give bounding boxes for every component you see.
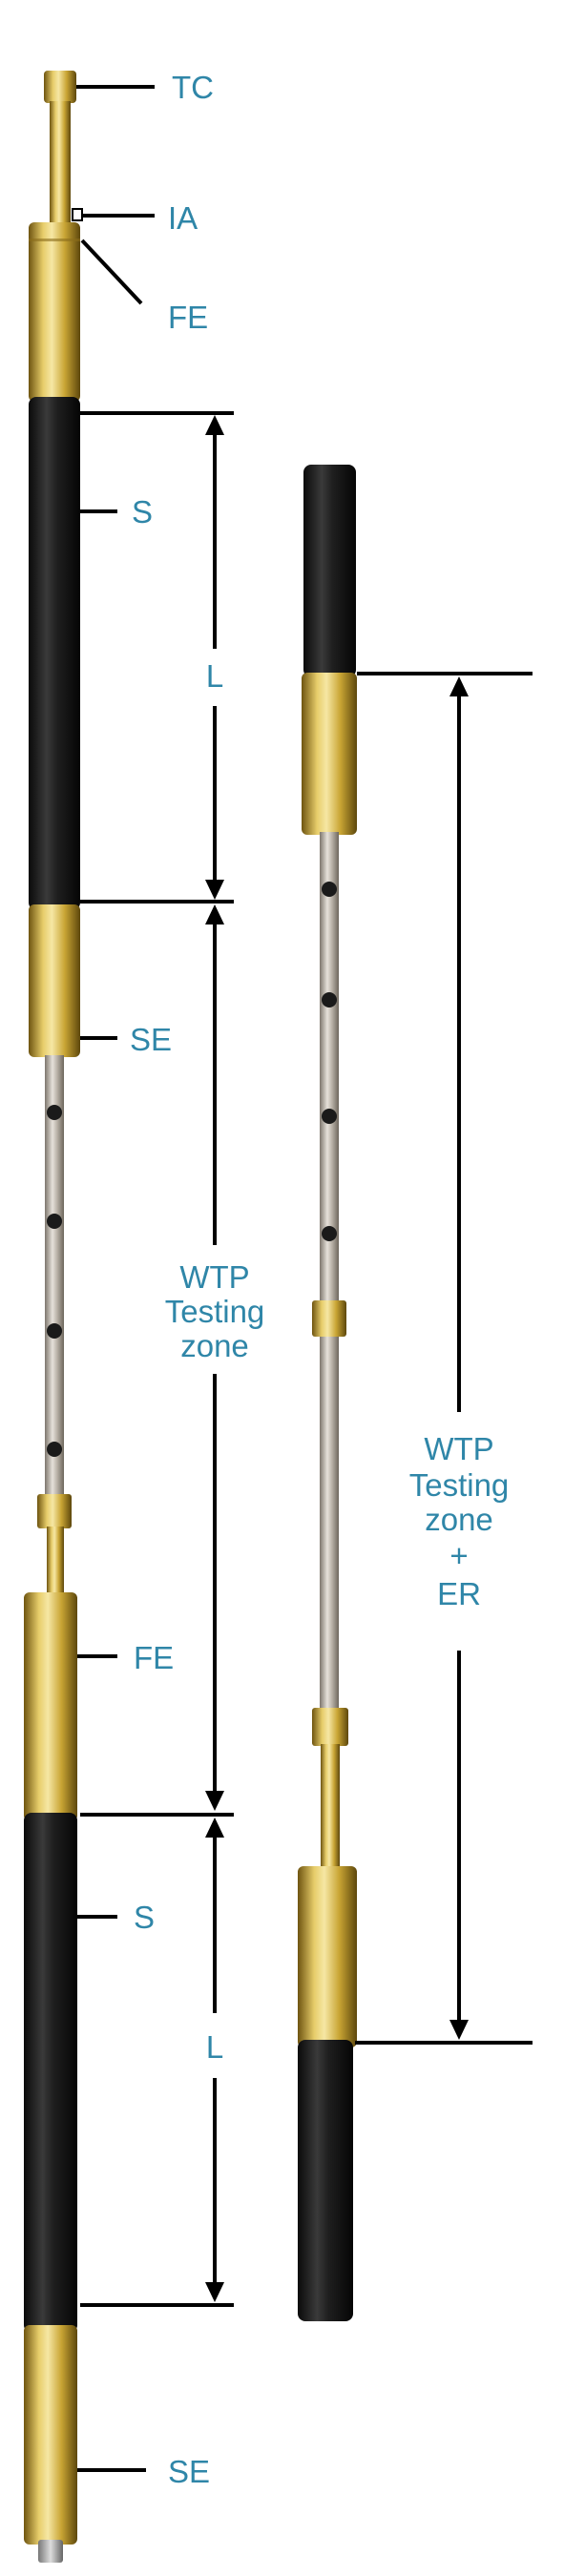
left-probe [24,71,83,2563]
hole [322,992,337,1008]
label-fe-bottom: FE [134,1640,174,1675]
hole [322,1109,337,1124]
hole [322,882,337,897]
perforated-tube-left [45,1055,64,1502]
hole [322,1226,337,1241]
sleeve-right-bottom [298,2040,353,2321]
right-probe [298,465,357,2321]
label-wtp-1: WTP [179,1259,249,1295]
hole [47,1323,62,1339]
label-tc: TC [172,70,214,105]
coupling-right-low [312,1708,348,1746]
label-l-top: L [206,658,223,694]
hex-coupling-left [37,1494,72,1528]
coupling-right-mid [312,1300,346,1337]
annotations [76,85,533,2472]
sleeve-bottom [24,1813,77,2333]
labels: TC IA FE S L SE WTP Testing zone FE S L … [130,70,509,2489]
inflation-adapter [72,208,83,221]
sleeve-right-top [303,465,356,677]
label-s-top: S [132,494,153,530]
label-wtp-er-5: ER [437,1576,481,1611]
label-wtp-2: Testing [165,1294,265,1329]
label-wtp-er-3: zone [425,1502,493,1537]
label-s-bottom: S [134,1900,155,1935]
hole [47,1214,62,1229]
label-wtp-er-2: Testing [409,1467,510,1503]
label-wtp-er-1: WTP [424,1431,493,1466]
hole [47,1105,62,1120]
label-wtp-3: zone [180,1328,249,1363]
top-cap [44,71,76,103]
label-wtp-er-4: + [449,1538,468,1573]
sleeve-top [29,397,80,910]
label-l-bottom: L [206,2029,223,2065]
end-right-top [302,673,357,835]
sliding-end-bottom [24,2325,77,2545]
fixed-end-top [29,222,80,402]
label-fe-top: FE [168,300,208,335]
sliding-end-mid [29,904,80,1057]
bottom-nipple [38,2540,63,2563]
label-se-mid: SE [130,1022,172,1057]
top-rod [50,101,71,225]
perforated-tube-right [320,832,339,1712]
fixed-end-bottom [24,1592,77,1821]
end-right-bottom [298,1866,357,2047]
label-se-bottom: SE [168,2454,210,2489]
label-ia: IA [168,200,198,236]
hole [47,1442,62,1457]
